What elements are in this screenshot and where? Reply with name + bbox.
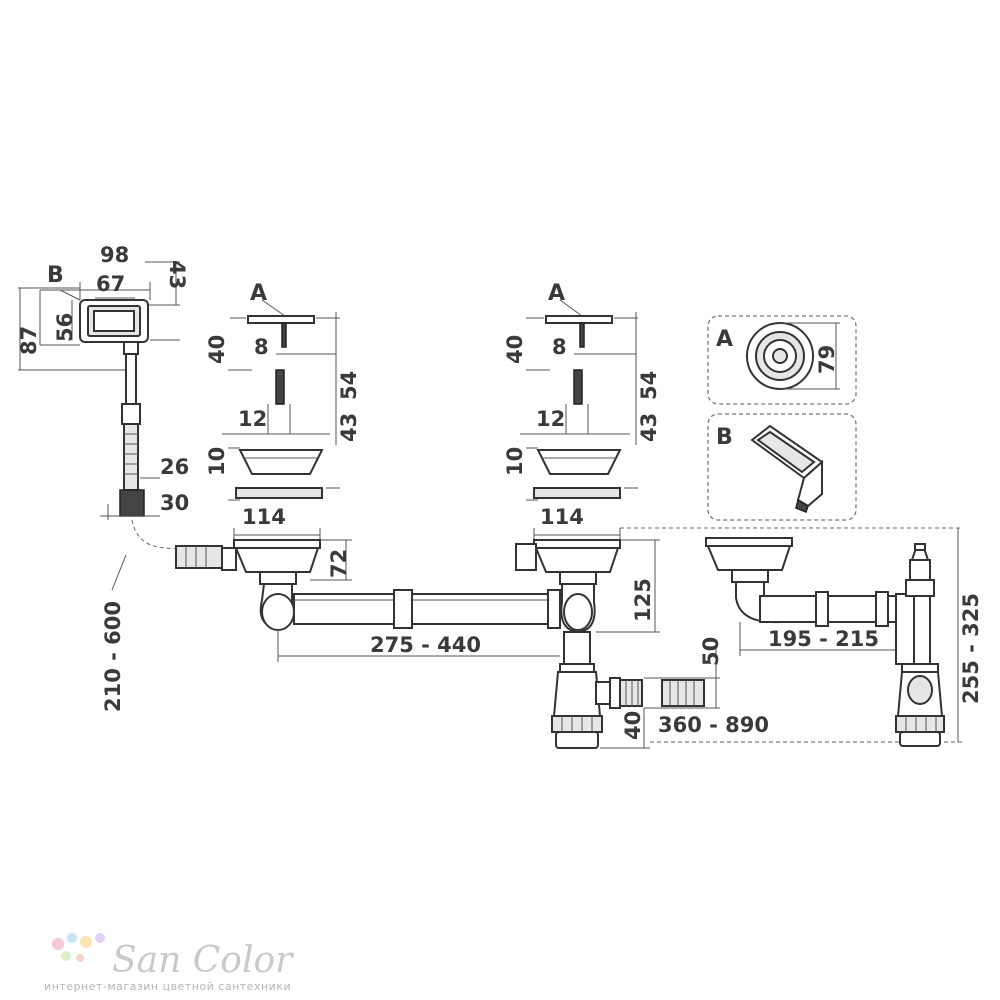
left-plug-parts <box>222 299 340 501</box>
watermark-logo <box>52 933 105 962</box>
legend-a-diameter-label: 79 <box>815 345 839 374</box>
left-plug-label-a: A <box>250 281 267 306</box>
hose-d1-label: 26 <box>160 455 189 479</box>
connector-height-label: 50 <box>699 637 723 666</box>
middle-screw-diameter-label: 12 <box>536 407 565 431</box>
legend-b-box <box>707 413 857 521</box>
assembled-drain <box>175 527 962 749</box>
overflow-inner-h-label: 56 <box>53 313 77 342</box>
overflow-inner-label: 67 <box>96 272 125 296</box>
watermark-name: San Color <box>112 940 294 981</box>
left-screw-length-label: 43 <box>337 413 361 442</box>
left-screw-diameter-label: 12 <box>238 407 267 431</box>
left-body-width-label: 114 <box>242 505 286 529</box>
middle-strainer-height-label: 10 <box>503 447 527 476</box>
total-height-label: 255 - 325 <box>959 593 983 704</box>
middle-plug-label-a: A <box>548 281 565 306</box>
overflow-unit <box>18 261 221 591</box>
legend-a-label: A <box>716 327 733 352</box>
middle-plug-parts <box>520 299 638 501</box>
connector-low-label: 40 <box>621 711 645 740</box>
overflow-height-label: 87 <box>17 326 41 355</box>
hose-length-label: 210 - 600 <box>101 601 125 712</box>
overflow-width-label: 98 <box>100 243 129 267</box>
middle-screw-length-label: 43 <box>637 413 661 442</box>
connector-length-label: 360 - 890 <box>658 713 769 737</box>
legend-a-box <box>707 315 857 405</box>
left-strainer-height-label: 10 <box>205 447 229 476</box>
pipe-between-label: 275 - 440 <box>370 633 481 657</box>
middle-height-label: 125 <box>631 578 655 622</box>
left-body-height-label: 72 <box>327 549 351 578</box>
left-plug-height-label: 40 <box>205 335 229 364</box>
overflow-depth-label: 43 <box>165 260 189 289</box>
middle-body-width-label: 114 <box>540 505 584 529</box>
middle-plug-height-label: 40 <box>503 335 527 364</box>
hose-d2-label: 30 <box>160 491 189 515</box>
left-pin-length-label: 54 <box>337 371 361 400</box>
right-pipe-length-label: 195 - 215 <box>768 627 879 651</box>
middle-pin-length-label: 54 <box>637 371 661 400</box>
left-pin-diameter-label: 8 <box>254 335 269 359</box>
watermark-tagline: интернет-магазин цветной сантехники <box>44 980 291 993</box>
legend-b-label: B <box>716 425 733 450</box>
overflow-label-b: B <box>47 263 64 288</box>
middle-pin-diameter-label: 8 <box>552 335 567 359</box>
